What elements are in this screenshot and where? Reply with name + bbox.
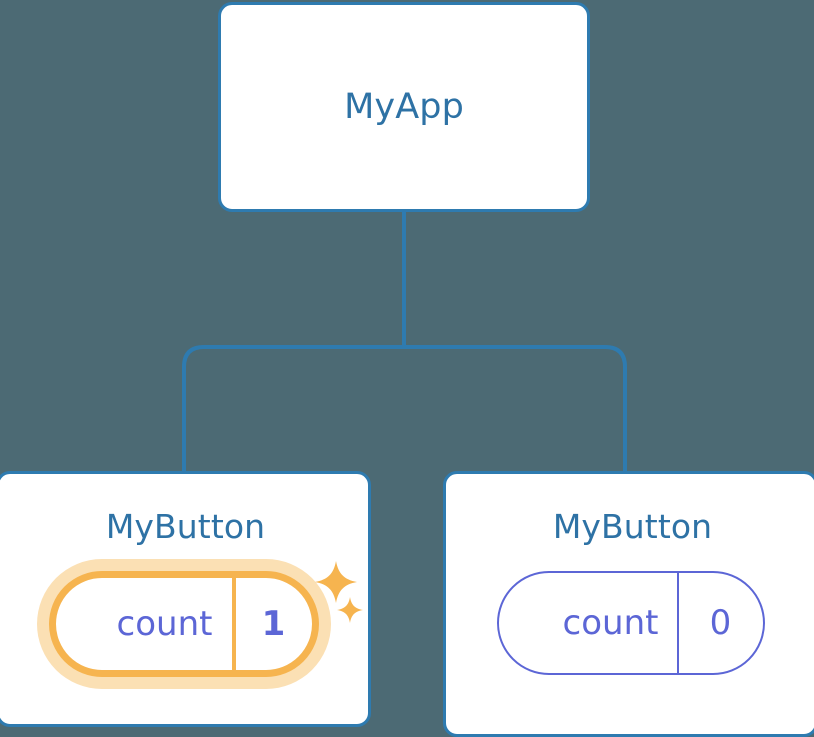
- state-pill-wrapper: count 0: [496, 571, 765, 675]
- state-pill-wrapper: count 1: [36, 559, 331, 689]
- state-value-label: 0: [676, 573, 763, 673]
- connector-branch-right: [404, 345, 627, 476]
- state-key-label: count: [562, 603, 659, 643]
- node-card-mybutton-left[interactable]: MyButton count 1: [0, 471, 371, 727]
- state-pill-highlighted[interactable]: count 1: [48, 571, 319, 677]
- node-title: MyButton: [105, 507, 266, 546]
- state-pill-idle[interactable]: count 0: [496, 571, 765, 675]
- state-value-label: 1: [231, 578, 312, 670]
- node-title: MyButton: [552, 507, 713, 546]
- node-card-mybutton-right[interactable]: MyButton count 0: [443, 471, 814, 737]
- node-card-myapp[interactable]: MyApp: [218, 2, 590, 212]
- connector-branch-left: [182, 345, 404, 476]
- state-key-label: count: [116, 604, 213, 644]
- node-title: MyApp: [344, 86, 464, 127]
